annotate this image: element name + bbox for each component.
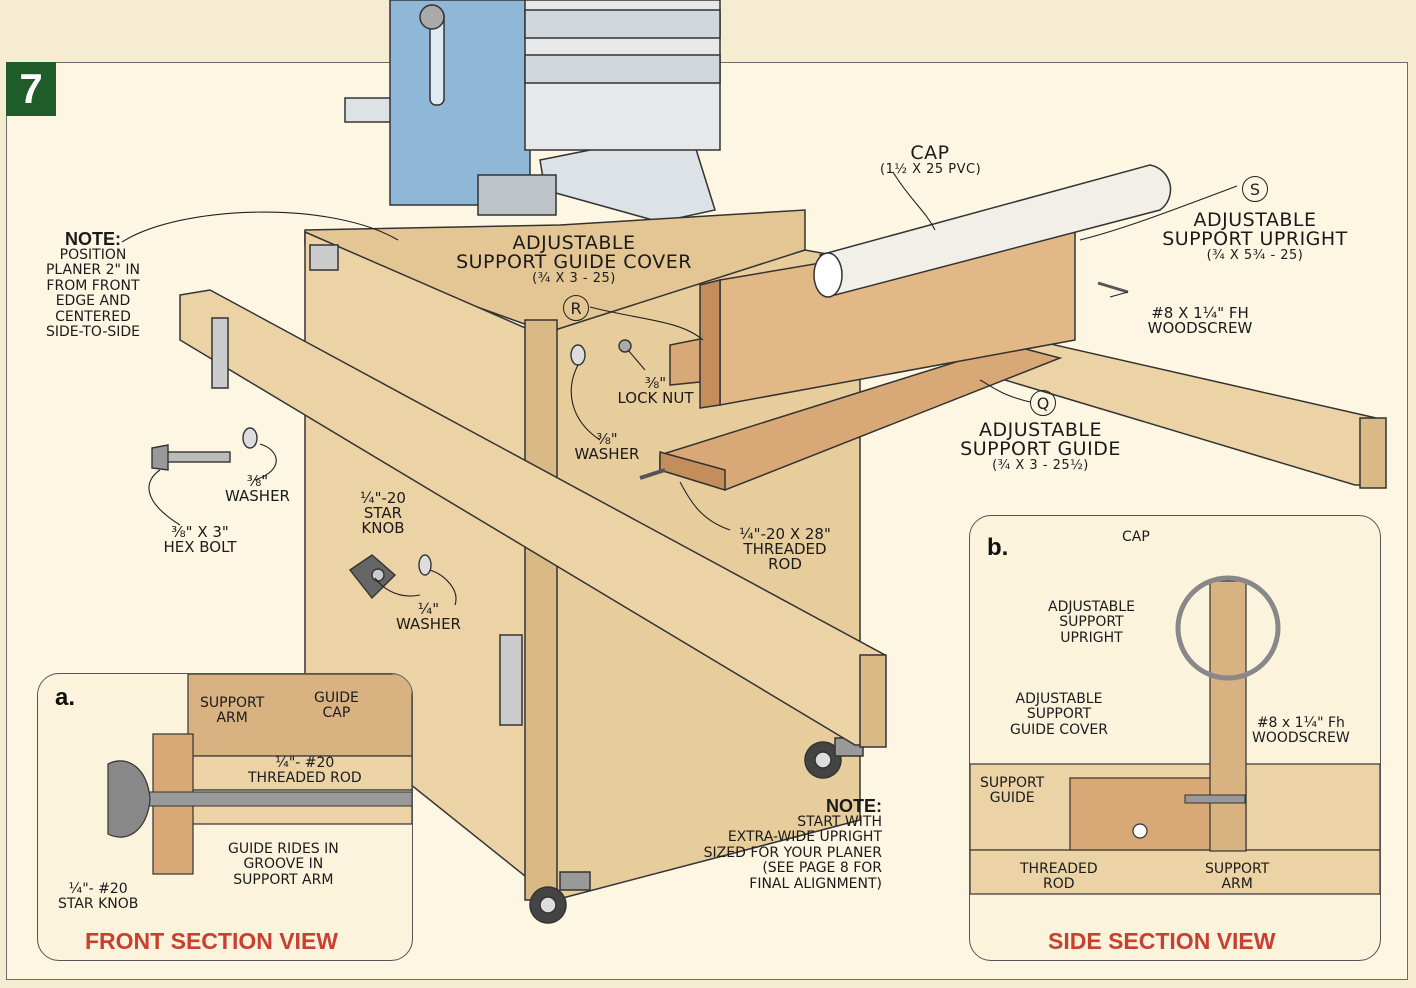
left-support-arm <box>179 289 887 748</box>
woodscrew-label: #8 x 1¼" Fh WOODSCREW <box>1147 304 1253 337</box>
support-guide-label: ADJUSTABLE SUPPORT GUIDE (¾ x 3 - 25½) <box>960 419 1121 473</box>
front-section-drawing <box>107 674 412 875</box>
planer <box>344 0 721 223</box>
cap-label: CAP (1½ x 25 PVC) <box>880 142 982 177</box>
inset-a-letter: a. <box>55 684 76 711</box>
lock-nut-label: ⅜" LOCK NUT <box>617 374 694 407</box>
leader-lines <box>121 171 1238 606</box>
part-r-marker: R <box>563 295 589 321</box>
support-upright-s <box>669 164 1172 409</box>
part-q-marker: Q <box>1030 390 1056 416</box>
side-section-drawing <box>970 575 1380 895</box>
support-upright-label: ADJUSTABLE SUPPORT UPRIGHT (¾ x 5¾ - 25) <box>1162 209 1348 263</box>
hardware <box>151 281 1129 600</box>
washer-38-label-a: ⅜" WASHER <box>574 430 640 463</box>
washer-38-label-b: ⅜" WASHER <box>225 472 290 505</box>
part-s-marker: S <box>1242 176 1268 202</box>
inset-b-title: SIDE SECTION VIEW <box>1048 928 1276 954</box>
washer-14-label: ¼" WASHER <box>396 600 461 633</box>
inset-b-letter: b. <box>987 534 1009 561</box>
threaded-rod-label: ¼"-20 x 28" THREADED ROD <box>739 525 831 573</box>
figure-number-badge: 7 <box>6 62 56 116</box>
note-position-planer: NOTE: POSITION PLANER 2" IN FROM FRONT E… <box>45 229 141 340</box>
hex-bolt-label: ⅜" x 3" HEX BOLT <box>163 523 237 556</box>
star-knob-label: ¼"-20 STAR KNOB <box>360 489 406 537</box>
support-guide-cover-label: ADJUSTABLE SUPPORT GUIDE COVER (¾ x 3 - … <box>456 232 692 286</box>
inset-a-title: FRONT SECTION VIEW <box>85 928 338 954</box>
inset-b-cap: CAP <box>1122 529 1150 545</box>
note-extra-wide-upright: NOTE: START WITH EXTRA-WIDE UPRIGHT SIZE… <box>703 796 882 892</box>
